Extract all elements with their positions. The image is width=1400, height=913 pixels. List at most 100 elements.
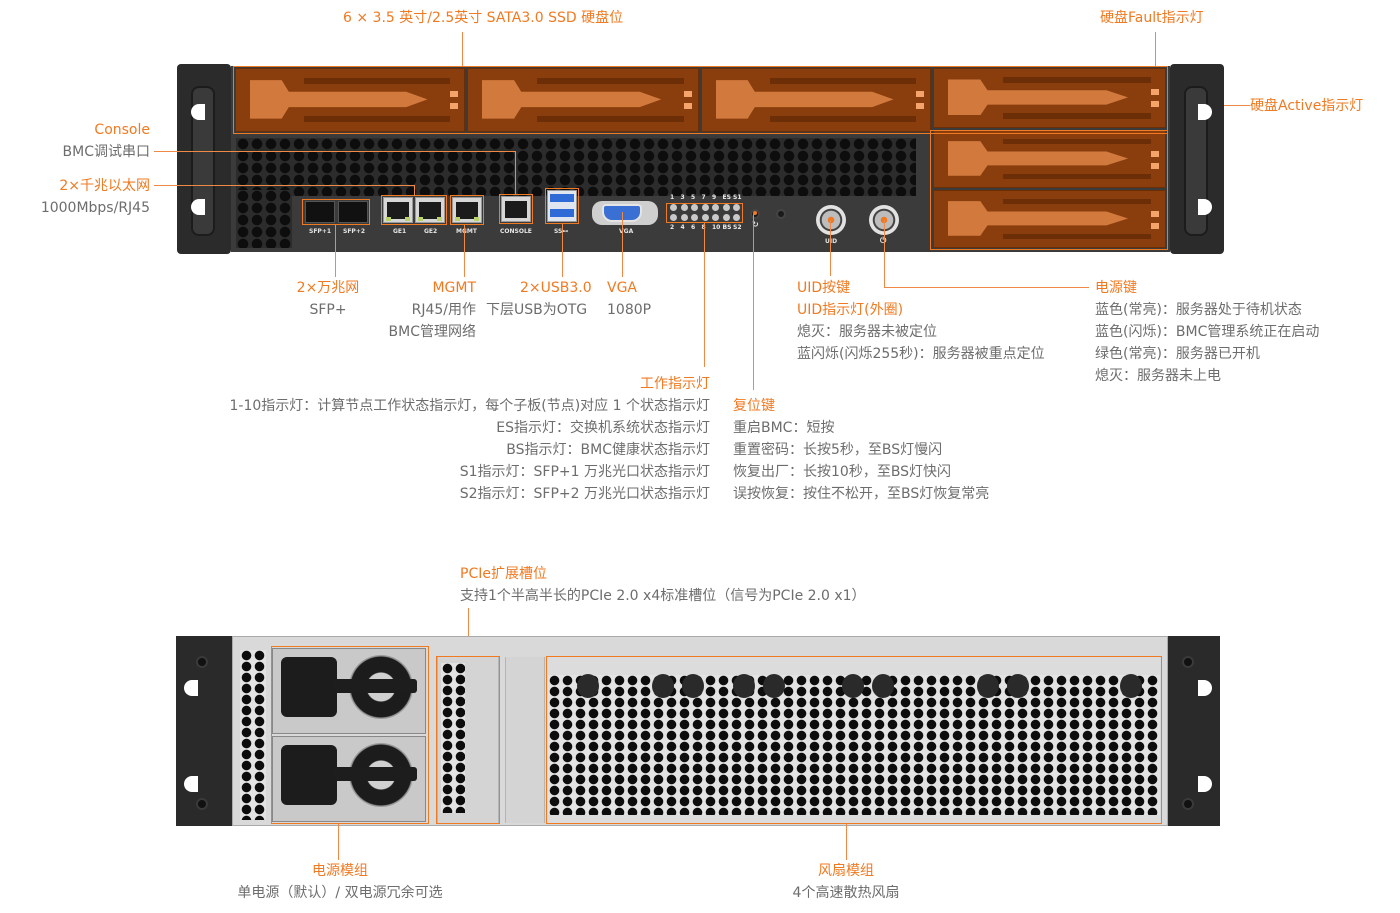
psu-desc: 单电源（默认）/ 双电源冗余可选 — [237, 885, 443, 901]
rear-left-ear — [176, 636, 232, 826]
reset-leader — [753, 214, 754, 390]
fan-panel-hole — [977, 674, 999, 698]
psu-1[interactable] — [272, 648, 426, 734]
drive-bays-highlight-right — [930, 130, 1168, 250]
status-led — [722, 214, 730, 221]
status-led — [691, 204, 698, 211]
usb-desc: 下层USB为OTG — [486, 302, 588, 318]
ge1-label: GE1 — [393, 228, 407, 235]
drive-bay-2[interactable] — [467, 68, 699, 132]
sfp-port-1[interactable] — [305, 201, 335, 223]
reset-title: 复位键 — [733, 398, 775, 414]
fan-panel-hole — [1007, 674, 1029, 698]
led-label-bottom: S2 — [733, 224, 742, 231]
status-led — [680, 204, 688, 211]
uid-button[interactable] — [816, 205, 846, 235]
uid-label: UID — [825, 238, 838, 245]
ge1-port[interactable] — [383, 197, 413, 223]
led-label-bottom: BS — [722, 224, 732, 231]
reset-indicator — [753, 211, 757, 215]
psu-highlight — [271, 646, 429, 824]
led-label-bottom: 4 — [680, 224, 685, 231]
power-desc-4: 熄灭：服务器未上电 — [1095, 368, 1221, 384]
reset-desc-1: 重启BMC：短按 — [733, 420, 835, 436]
vga-desc: 1080P — [607, 302, 652, 318]
rear-right-ear — [1168, 636, 1220, 826]
power-label: ⏻ — [880, 236, 886, 246]
fan-panel-hole — [872, 674, 894, 698]
fan-title: 风扇模组 — [818, 863, 874, 879]
status-led-grid: 12345678910ESBSS1S2 — [666, 194, 744, 234]
rear-vent-left — [240, 650, 266, 820]
mgmt-highlight — [450, 195, 484, 225]
status-led — [701, 204, 709, 211]
drive-bay-4[interactable] — [933, 68, 1166, 128]
led-label-top: S1 — [733, 194, 742, 201]
sfp-title: 2×万兆网 — [296, 280, 360, 296]
sfp-highlight — [302, 199, 370, 225]
ge-leader-v — [414, 185, 415, 196]
power-title: 电源键 — [1095, 280, 1137, 296]
psu-title: 电源模组 — [312, 863, 368, 879]
fan-desc: 4个高速散热风扇 — [792, 885, 900, 901]
hdd-fault-leader — [1155, 32, 1156, 92]
status-led — [733, 204, 740, 211]
sfp-leader — [335, 225, 336, 277]
vga-title: VGA — [607, 280, 638, 296]
rack-hole — [1198, 199, 1212, 215]
sfp-port-2[interactable] — [338, 201, 368, 223]
drive-bay-3[interactable] — [701, 68, 931, 132]
console-desc: BMC调试串口 — [62, 144, 150, 160]
fan-panel-hole — [842, 674, 864, 698]
psu-2[interactable] — [272, 736, 426, 822]
led-label-bottom: 8 — [702, 224, 706, 231]
drive-bays-highlight-top — [233, 66, 1168, 134]
console-port[interactable] — [501, 196, 531, 222]
ge2-port[interactable] — [415, 197, 445, 223]
console-label: CONSOLE — [500, 228, 532, 235]
drive-bay-5[interactable] — [933, 130, 1166, 188]
led-label-top: 9 — [712, 194, 717, 201]
usb-highlight — [545, 188, 579, 224]
uid-desc-1: 熄灭：服务器未被定位 — [797, 324, 937, 340]
mgmt-desc-2: BMC管理网络 — [388, 324, 476, 340]
led-label-top: ES — [722, 194, 731, 201]
mgmt-port[interactable] — [452, 197, 482, 223]
drive-bay-6[interactable] — [933, 190, 1166, 248]
fan-panel-hole — [733, 674, 755, 698]
hdd-active-led-title: 硬盘Active指示灯 — [1250, 98, 1364, 114]
mgmt-title: MGMT — [432, 280, 476, 296]
drive-bay-1[interactable] — [235, 68, 465, 132]
work-leds-desc-1: 1-10指示灯：计算节点工作状态指示灯，每个子板(节点)对应 1 个状态指示灯 — [229, 398, 710, 414]
pcie-title: PCIe扩展槽位 — [460, 566, 547, 582]
rack-hole — [191, 104, 205, 120]
work-leds-desc-5: S2指示灯：SFP+2 万兆光口状态指示灯 — [459, 486, 710, 502]
usb-ports[interactable] — [547, 190, 577, 222]
power-leader-v — [884, 220, 885, 288]
work-leds-leader — [704, 223, 705, 367]
sfp2-label: SFP+2 — [343, 228, 366, 235]
pcie-desc: 支持1个半高半长的PCIe 2.0 x4标准槽位（信号为PCIe 2.0 x1） — [460, 588, 866, 604]
psu-leader — [338, 824, 339, 860]
pcie-vent — [441, 663, 465, 813]
front-vent-top — [236, 138, 916, 196]
fan-leader — [846, 824, 847, 860]
status-led — [691, 214, 698, 221]
fan-vent — [548, 675, 1160, 815]
ge2-label: GE2 — [424, 228, 438, 235]
sfp-desc: SFP+ — [309, 302, 347, 318]
pcie-leader — [468, 608, 469, 658]
status-led — [722, 204, 730, 211]
ge-highlight — [381, 195, 447, 225]
fan-panel-hole — [577, 674, 599, 698]
led-label-top: 1 — [670, 194, 675, 201]
reset-label: ↻ — [752, 220, 759, 229]
led-label-top: 7 — [701, 194, 706, 201]
vga-port[interactable] — [592, 201, 658, 225]
pcie-highlight — [436, 656, 500, 824]
status-led — [670, 214, 677, 221]
power-leader-h — [884, 287, 1089, 288]
console-highlight — [499, 194, 533, 224]
front-right-ear — [1170, 64, 1224, 254]
fan-panel-hole — [763, 674, 785, 698]
